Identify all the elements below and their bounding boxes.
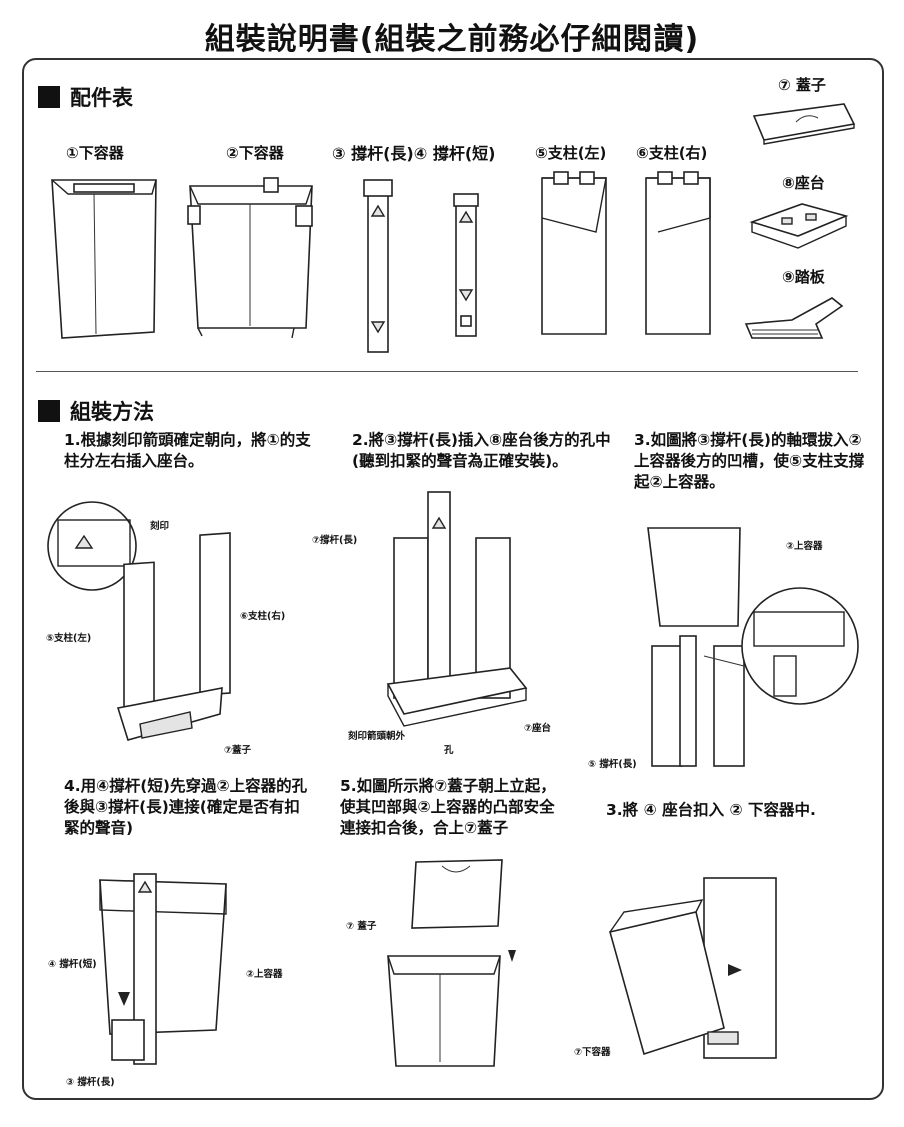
part-base-drawing [749, 203, 849, 249]
step-6-text: 3.將 ④ 座台扣入 ② 下容器中. [606, 801, 816, 819]
part-post-right-drawing [645, 171, 711, 335]
step-6-callout-lower-container: ⑦下容器 [574, 1047, 611, 1058]
part-label-7: ⑦ 蓋子 [778, 76, 826, 94]
part-lower-container-drawing [51, 179, 157, 339]
step-3-drawing [647, 527, 859, 767]
step-1-callout-post-right: ⑥支柱(右) [240, 611, 286, 622]
assembly-heading-label: 組裝方法 [70, 400, 154, 424]
heading-square-icon [38, 86, 60, 108]
step-2-callout-rod-long: ⑦撐杆(長) [312, 535, 358, 546]
step-5-drawing [387, 859, 516, 1067]
part-label-5: ⑤支柱(左) [535, 144, 607, 162]
parts-heading: 配件表 [38, 82, 133, 112]
part-rod-long-drawing [363, 179, 393, 353]
step-2-callout-arrow-out: 刻印箭頭朝外 [348, 731, 406, 742]
part-post-left-drawing [541, 171, 607, 335]
step-6-drawing [609, 877, 777, 1059]
page-title: 組裝說明書(組裝之前務必仔細閱讀) [204, 22, 700, 57]
step-5-callout-lid: ⑦ 蓋子 [346, 921, 377, 932]
step-1-callout-lid: ⑦蓋子 [224, 745, 252, 756]
step-2-callout-base: ⑦座台 [524, 723, 552, 734]
part-upper-container-drawing [187, 177, 313, 339]
parts-heading-label: 配件表 [70, 86, 133, 110]
part-label-1: ①下容器 [66, 144, 124, 162]
part-lid-drawing [752, 103, 856, 145]
part-label-3-4: ③ 撐杆(長)④ 撐杆(短) [332, 144, 496, 163]
step-4-callout-rod-short: ④ 撐杆(短) [48, 959, 97, 970]
step-1-callout-engraving: 刻印 [150, 521, 170, 532]
section-divider [36, 371, 858, 372]
assembly-heading: 組裝方法 [38, 396, 154, 426]
step-4-text: 4.用④撐杆(短)先穿過②上容器的孔後與③撐杆(長)連接(確定是否有扣緊的聲音) [64, 777, 308, 837]
step-3-text: 3.如圖將③撐杆(長)的軸環拔入②上容器後方的凹槽，使⑤支柱支撐起②上容器。 [634, 431, 865, 491]
step-1-callout-post-left: ⑤支柱(左) [46, 633, 92, 644]
part-label-8: ⑧座台 [782, 174, 825, 192]
heading-square-icon [38, 400, 60, 422]
step-2-text: 2.將③撐杆(長)插入⑧座台後方的孔中(聽到扣緊的聲音為正確安裝)。 [352, 431, 611, 470]
part-label-6: ⑥支柱(右) [636, 144, 708, 162]
content-frame [22, 58, 884, 1100]
step-2-drawing [386, 491, 528, 727]
part-pedal-drawing [744, 297, 844, 339]
step-3-callout-rod-long: ⑤ 撐杆(長) [588, 759, 637, 770]
step-4-drawing [99, 873, 227, 1065]
part-label-9: ⑨踏板 [782, 268, 825, 286]
step-3-callout-upper-container: ②上容器 [786, 541, 823, 552]
step-4-callout-upper-container: ②上容器 [246, 969, 283, 980]
step-1-text: 1.根據刻印箭頭確定朝向，將①的支柱分左右插入座台。 [64, 431, 311, 470]
step-4-callout-rod-long: ③ 撐杆(長) [66, 1077, 115, 1088]
part-label-2: ②下容器 [226, 144, 284, 162]
part-rod-short-drawing [453, 193, 479, 337]
step-1-drawing [47, 501, 231, 741]
step-2-callout-hole: 孔 [444, 745, 454, 756]
step-5-text: 5.如圖所示將⑦蓋子朝上立起，使其凹部與②上容器的凸部安全連接扣合後，合上⑦蓋子 [340, 777, 556, 837]
